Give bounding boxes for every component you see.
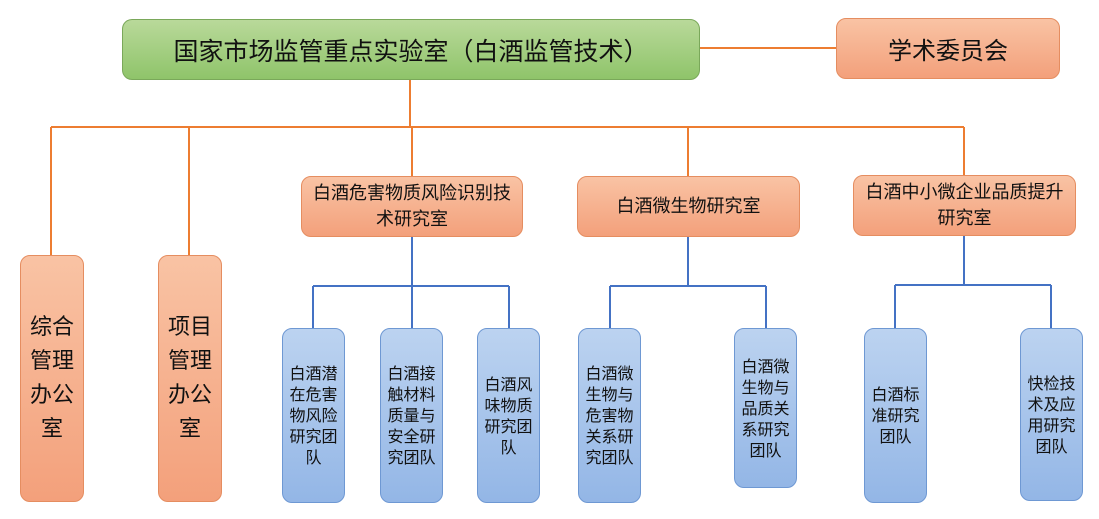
team-label-potential-hazard: 白酒潜在危害物风险研究团队: [289, 364, 338, 467]
team-box-potential-hazard: 白酒潜在危害物风险研究团队: [282, 328, 345, 503]
team-label-microbe-quality: 白酒微生物与品质关系研究团队: [741, 356, 790, 460]
team-label-contact-material: 白酒接触材料质量与安全研究团队: [387, 364, 436, 467]
team-box-microbe-quality: 白酒微生物与品质关系研究团队: [734, 328, 797, 488]
office-label-project: 项目管理办公室: [167, 314, 212, 442]
root-lab-label: 国家市场监管重点实验室（白酒监管技术）: [173, 36, 649, 66]
team-box-contact-material: 白酒接触材料质量与安全研究团队: [380, 328, 443, 503]
team-label-standard: 白酒标准研究团队: [871, 385, 920, 446]
team-label-rapid-test: 快检技术及应用研究团队: [1027, 373, 1076, 456]
root-lab-box: 国家市场监管重点实验室（白酒监管技术）: [122, 19, 700, 80]
office-label-general: 综合管理办公室: [29, 314, 74, 442]
team-label-flavor: 白酒风味物质研究团队: [484, 374, 533, 457]
academic-committee-box: 学术委员会: [836, 18, 1060, 79]
lab-box-hazard: 白酒危害物质风险识别技术研究室: [301, 176, 523, 237]
lab-label-microbe: 白酒微生物研究室: [616, 195, 761, 217]
lab-box-microbe: 白酒微生物研究室: [577, 176, 800, 237]
academic-committee-label: 学术委员会: [888, 37, 1008, 65]
office-box-project: 项目管理办公室: [158, 255, 222, 502]
team-box-standard: 白酒标准研究团队: [864, 328, 927, 503]
team-box-flavor: 白酒风味物质研究团队: [477, 328, 540, 503]
lab-label-sme-quality: 白酒中小微企业品质提升研究室: [865, 181, 1064, 229]
team-box-microbe-hazard: 白酒微生物与危害物关系研究团队: [578, 328, 641, 503]
office-box-general: 综合管理办公室: [20, 255, 84, 502]
lab-box-sme-quality: 白酒中小微企业品质提升研究室: [853, 175, 1076, 236]
lab-label-hazard: 白酒危害物质风险识别技术研究室: [313, 182, 511, 230]
team-label-microbe-hazard: 白酒微生物与危害物关系研究团队: [585, 364, 634, 467]
team-box-rapid-test: 快检技术及应用研究团队: [1020, 328, 1083, 501]
